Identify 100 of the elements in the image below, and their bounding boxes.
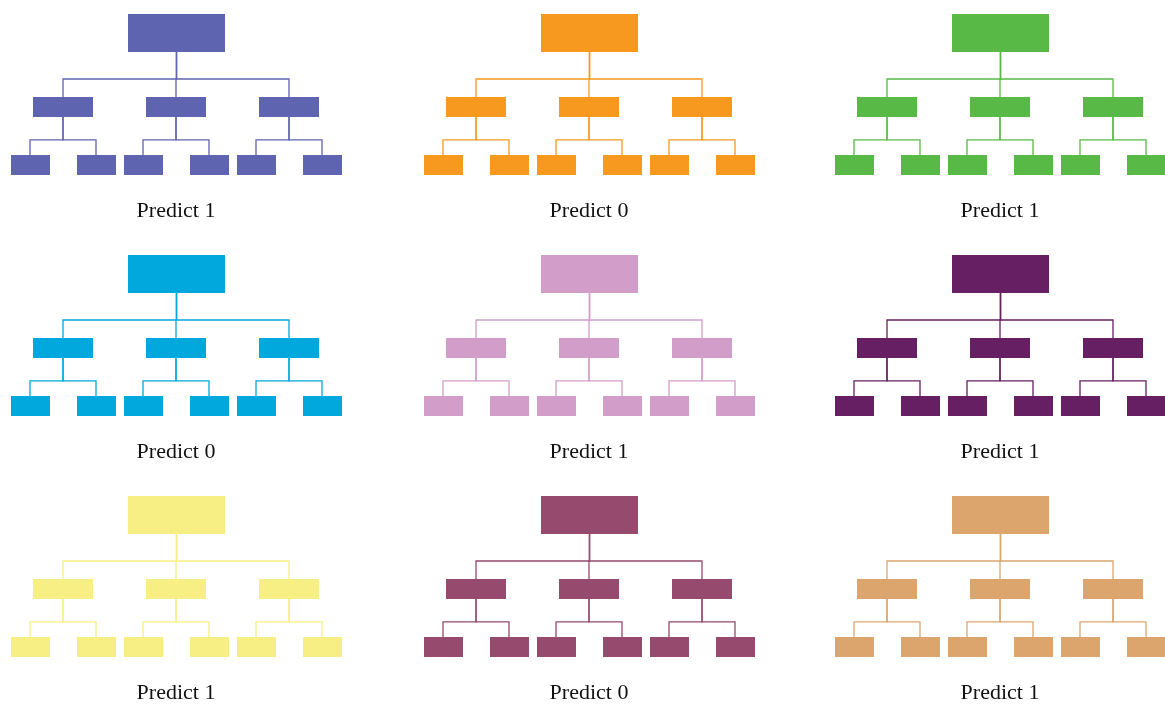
tree-node-box [489,637,529,657]
prediction-label: Predict 0 [549,679,629,705]
connector-line [886,357,921,397]
prediction-label: Predict 1 [549,438,629,464]
tree-node-box [947,155,987,175]
connector-line [701,357,736,397]
tree-node-box [559,579,619,599]
tree-node-box [10,637,50,657]
connector-line [588,116,623,156]
tree-node-box [489,155,529,175]
tree-node-box [952,255,1049,293]
tree-node-box [1126,396,1165,416]
connector-line [999,598,1034,638]
tree-node-box [649,396,689,416]
tree-node-box [649,637,689,657]
tree-node-box [302,637,342,657]
tree-node-box [536,155,576,175]
connector-line [288,116,323,156]
connector-line [701,598,736,638]
tree-node-box [446,579,506,599]
tree-node-box [857,338,917,358]
connector-line [999,51,1114,98]
connector-line [588,598,623,638]
connector-line [62,357,97,397]
tree-node-box [715,155,755,175]
connector-line [175,116,210,156]
tree-node-box [970,579,1030,599]
tree-node-box [536,396,576,416]
tree-node-box [1013,155,1053,175]
tree-node-box [76,637,116,657]
tree-node-box [489,396,529,416]
tree-node-box [541,496,638,534]
connector-line [175,292,290,339]
connector-line [1112,116,1147,156]
tree-node-box [1060,637,1100,657]
prediction-label: Predict 1 [960,679,1040,705]
connector-line [175,51,290,98]
connector-line [475,357,510,397]
tree-node-box [128,255,225,293]
tree-node-box [900,637,940,657]
tree-node-box [423,396,463,416]
tree-node-box [146,338,206,358]
tree-node-box [1126,637,1165,657]
tree-node-box [446,97,506,117]
connector-line [175,533,290,580]
tree-node-box [857,579,917,599]
tree-node-box [952,14,1049,52]
tree-node-box [128,496,225,534]
tree-node-box [236,637,276,657]
prediction-label: Predict 1 [960,438,1040,464]
tree-node-box [302,396,342,416]
tree-node-box [1013,396,1053,416]
connector-line [1112,598,1147,638]
tree-node-box [834,396,874,416]
tree-node-box [123,155,163,175]
tree-node-box [1060,396,1100,416]
connector-line [588,51,703,98]
tree-node-box [33,97,93,117]
connector-line [175,357,210,397]
tree-node-box [970,338,1030,358]
tree-node-box [559,97,619,117]
connector-line [999,116,1034,156]
connector-line [999,292,1114,339]
connector-line [886,598,921,638]
tree-node-box [189,155,229,175]
tree-node-box [602,637,642,657]
tree-node-box [1013,637,1053,657]
tree-node-box [715,637,755,657]
tree-node-box [1126,155,1165,175]
connector-line [588,357,623,397]
tree-node-box [302,155,342,175]
tree-node-box [947,637,987,657]
tree-node-box [76,155,116,175]
tree-node-box [1083,338,1143,358]
tree-node-box [602,155,642,175]
tree-node-box [189,396,229,416]
tree-node-box [236,155,276,175]
tree-node-box [128,14,225,52]
connector-line [999,357,1034,397]
tree-node-box [189,637,229,657]
tree-node-box [952,496,1049,534]
tree-node-box [146,579,206,599]
tree-node-box [33,338,93,358]
connector-line [886,116,921,156]
tree-node-box [146,97,206,117]
tree-node-box [602,396,642,416]
prediction-label: Predict 1 [960,197,1040,223]
tree-node-box [857,97,917,117]
connector-line [288,598,323,638]
tree-node-box [123,396,163,416]
tree-node-box [900,155,940,175]
tree-node-box [1060,155,1100,175]
tree-node-box [947,396,987,416]
tree-node-box [423,155,463,175]
tree-node-box [423,637,463,657]
connector-line [701,116,736,156]
tree-node-box [259,338,319,358]
connector-line [588,533,703,580]
tree-node-box [900,396,940,416]
tree-node-box [559,338,619,358]
